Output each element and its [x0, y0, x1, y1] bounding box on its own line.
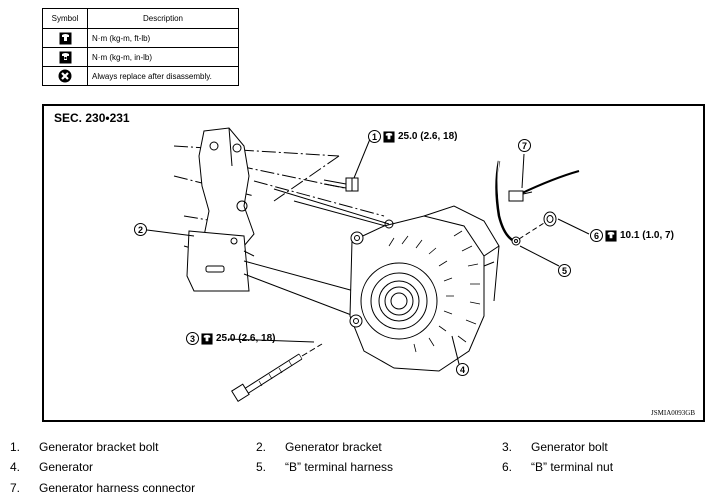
callout-number-4: 4	[456, 363, 469, 376]
legend-row-ft-lb: N·m (kg-m, ft-lb)	[87, 28, 239, 48]
callout-torque-1: 25.0 (2.6, 18)	[398, 131, 458, 142]
symbol-legend-table: Symbol Description N·m (kg-m, ft-lb) N·m…	[42, 8, 239, 86]
callout-5: 5	[558, 264, 571, 277]
callout-1: 1 25.0 (2.6, 18)	[368, 130, 457, 143]
torque-wrench-icon	[383, 130, 395, 143]
callout-torque-3: 25.0 (2.6, 18)	[216, 333, 276, 344]
callout-number-5: 5	[558, 264, 571, 277]
figure-id: JSMIA0093GB	[651, 409, 695, 417]
legend-row-in-lb: N·m (kg-m, in-lb)	[87, 47, 239, 67]
torque-wrench-icon	[201, 332, 213, 345]
torque-wrench-small-icon	[59, 51, 71, 63]
generator-bracket-bolt-drawing	[323, 177, 359, 192]
callout-6: 6 10.1 (1.0, 7)	[590, 229, 674, 242]
callout-number-7: 7	[518, 139, 531, 152]
section-label: SEC. 230•231	[54, 111, 130, 125]
legend-row-replace: Always replace after disassembly.	[87, 66, 239, 86]
callout-number-6: 6	[590, 229, 603, 242]
callout-2: 2	[134, 223, 147, 236]
legend-header-description: Description	[87, 8, 239, 29]
callout-7: 7	[518, 139, 531, 152]
callout-number-3: 3	[186, 332, 199, 345]
callout-torque-6: 10.1 (1.0, 7)	[620, 230, 674, 241]
callout-4: 4	[456, 363, 469, 376]
legend-header-symbol: Symbol	[42, 8, 88, 29]
torque-wrench-icon	[59, 32, 71, 44]
callout-number-2: 2	[134, 223, 147, 236]
generator-bracket-drawing	[186, 127, 255, 292]
generator-assembly-drawing	[146, 127, 590, 402]
b-terminal-nut-drawing	[518, 211, 557, 240]
generator-drawing	[349, 205, 500, 372]
torque-wrench-icon	[605, 229, 617, 242]
exploded-view-diagram: SEC. 230•231 1 25.0 (2.6, 18) 2 3 25.0 (…	[42, 104, 705, 422]
callout-number-1: 1	[368, 130, 381, 143]
callout-3: 3 25.0 (2.6, 18)	[186, 332, 275, 345]
generator-bolt-drawing	[231, 343, 323, 402]
replace-part-icon	[58, 69, 72, 83]
b-terminal-harness-drawing	[495, 160, 580, 246]
